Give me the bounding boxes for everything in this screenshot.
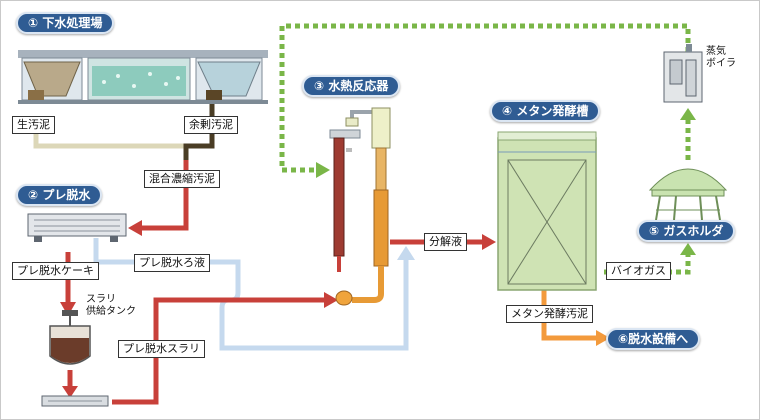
raw-sludge-line xyxy=(33,132,212,149)
label-pre-cake: プレ脱水ケーキ xyxy=(12,262,99,280)
label-raw-sludge: 生汚泥 xyxy=(12,116,55,134)
mixed-sludge-arrowhead xyxy=(128,220,142,236)
stage-sewage-plant-title: ① 下水処理場 xyxy=(16,12,115,34)
label-digested-sludge: メタン発酵汚泥 xyxy=(506,305,593,323)
slurry-tank-graphic xyxy=(49,310,91,365)
stage-hydrothermal-reactor-title: ③ 水熱反応器 xyxy=(302,75,401,97)
sewage-treatment-plant-graphic xyxy=(18,50,268,104)
steam-arrowhead-holder xyxy=(680,243,696,255)
label-pre-slurry: プレ脱水スラリ xyxy=(118,340,205,358)
pre-slurry-arrowhead xyxy=(324,292,338,308)
steam-arrowhead-reactor xyxy=(316,162,330,178)
fermentation-tank-graphic xyxy=(497,131,597,291)
slurry-pump-graphic xyxy=(41,395,109,407)
hydrothermal-reactor-graphic xyxy=(329,107,391,306)
label-steam-boiler: 蒸気 ボイラ xyxy=(706,46,736,69)
stage-gas-holder-title: ⑤ ガスホルダ xyxy=(637,220,736,242)
pre-cake-arrowhead xyxy=(60,302,76,316)
stage-pre-dewatering-title: ② プレ脱水 xyxy=(16,184,103,206)
label-biogas: バイオガス xyxy=(606,262,671,280)
label-pre-filtrate: プレ脱水ろ液 xyxy=(134,254,210,272)
stage-methane-fermentation-title: ④ メタン発酵槽 xyxy=(490,100,601,122)
label-digest-liquid: 分解液 xyxy=(424,233,467,251)
stage-dewatering-equipment-title: ⑥脱水設備へ xyxy=(606,328,701,350)
steam-boiler-graphic xyxy=(663,44,703,103)
label-slurry-supply-tank: スラリ 供給タンク xyxy=(86,294,136,317)
filtrate-arrowhead xyxy=(397,246,415,260)
steam-arrowhead-boiler xyxy=(680,108,696,120)
gas-holder-graphic xyxy=(648,168,728,221)
digested-sludge-arrowhead xyxy=(596,330,610,346)
pre-dewatering-machine-graphic xyxy=(27,213,127,242)
digest-arrowhead xyxy=(482,234,496,250)
tank-outlet-arrowhead xyxy=(62,386,78,398)
label-excess-sludge: 余剰汚泥 xyxy=(184,116,238,134)
label-mixed-sludge: 混合濃縮汚泥 xyxy=(144,170,220,188)
